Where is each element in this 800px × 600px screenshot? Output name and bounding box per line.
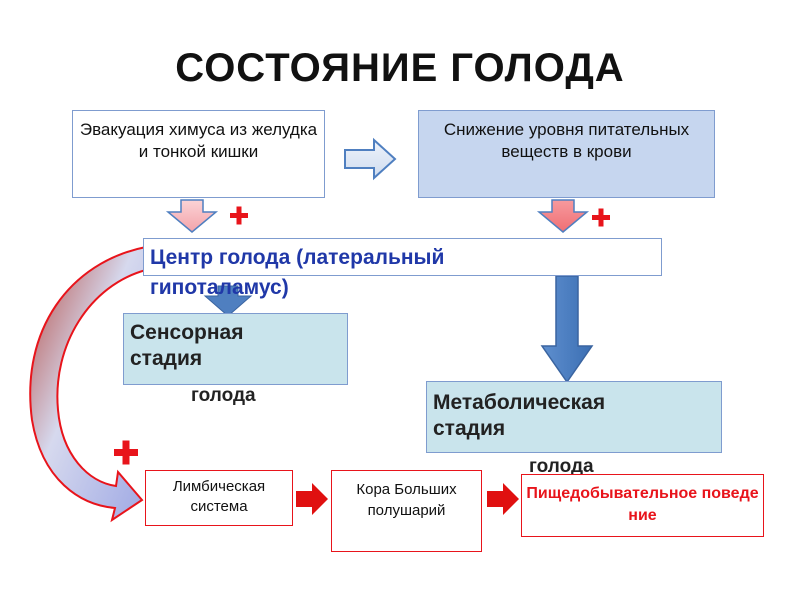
nutrients-box: Снижение уровня питательных веществ в кр… xyxy=(418,110,715,198)
arrow-down-sensory xyxy=(203,285,253,317)
hunger-center-text: Центр голода (латеральный гипоталамус) xyxy=(150,246,445,299)
cortex-box: Кора Больших полушарий xyxy=(331,470,482,552)
metabolic-line3: голода xyxy=(529,456,594,477)
plus-icon-right xyxy=(592,208,610,227)
hunger-center-box: Центр голода (латеральный гипоталамус) xyxy=(143,238,662,299)
behavior-text: Пищедобывательное поведение xyxy=(526,485,759,524)
metabolic-line1: Метаболическая xyxy=(433,391,606,414)
behavior-box: Пищедобывательное поведение xyxy=(521,474,764,537)
metabolic-line2: стадия xyxy=(433,417,506,440)
page-title: СОСТОЯНИЕ ГОЛОДА xyxy=(175,46,625,90)
arrow-right-cortex-behavior xyxy=(487,483,519,515)
arrow-right-top xyxy=(344,137,397,181)
arrow-right-limbic-cortex xyxy=(296,483,328,515)
evacuation-text: Эвакуация химуса из желудка и тонкой киш… xyxy=(79,120,318,161)
evacuation-box: Эвакуация химуса из желудка и тонкой киш… xyxy=(72,110,325,198)
nutrients-text: Снижение уровня питательных веществ в кр… xyxy=(443,120,690,161)
limbic-system-text: Лимбическая система xyxy=(172,478,266,515)
metabolic-stage-box: Метаболическая стадия xyxy=(426,381,722,453)
sensory-stage-box: Сенсорная стадия xyxy=(123,313,348,385)
arrow-down-metabolic xyxy=(540,275,594,384)
cortex-text: Кора Больших полушарий xyxy=(356,481,457,519)
sensory-line1: Сенсорная xyxy=(130,321,244,344)
curved-arrow xyxy=(29,245,147,523)
plus-icon-left xyxy=(230,206,248,225)
limbic-system-box: Лимбическая система xyxy=(145,470,293,526)
sensory-line3: голода xyxy=(191,385,256,406)
arrow-down-right xyxy=(536,199,590,233)
arrow-down-left xyxy=(165,199,219,233)
sensory-line2: стадия xyxy=(130,347,203,370)
plus-icon-bottom xyxy=(114,440,138,465)
